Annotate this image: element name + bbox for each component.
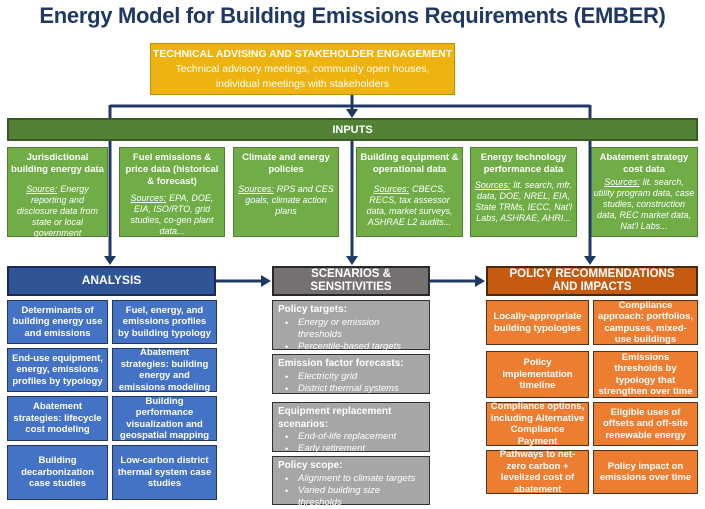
input-box-title: Building equipment & operational data — [360, 152, 459, 175]
input-box-climate-policies: Climate and energy policies Sources:RPS … — [233, 147, 339, 237]
source-text: EPA, DOE, EIA, ISO/RTO, grid studies, co… — [130, 193, 214, 236]
bullet-item: Electricity grid — [278, 371, 424, 383]
analysis-header: ANALYSIS — [7, 266, 216, 296]
policy-header-label: POLICY RECOMMENDATIONS AND IMPACTS — [509, 267, 675, 294]
input-box-title: Abatement strategy cost data — [599, 152, 689, 175]
engagement-subtitle: Technical advisory meetings, community o… — [175, 63, 430, 90]
source-text: Energy reporting and disclosure data fro… — [16, 184, 99, 238]
page-title: Energy Model for Building Emissions Requ… — [39, 3, 666, 28]
analysis-box: Determinants of building energy use and … — [7, 300, 108, 344]
scenario-box-policy-targets: Policy targets: Energy or emission thres… — [272, 300, 430, 365]
scenario-box-title: Policy targets: — [278, 304, 347, 315]
arrowhead-into-inputs — [346, 109, 358, 118]
analysis-box: Low-carbon district thermal system case … — [112, 445, 217, 500]
arrowhead-into-policy — [584, 256, 596, 265]
analysis-box: Abatement strategies: lifecycle cost mod… — [7, 396, 108, 441]
scenario-box-title: Emission factor forecasts: — [278, 358, 404, 369]
bullet-item: Early retirement — [278, 443, 424, 455]
inputs-header-label: INPUTS — [332, 123, 373, 136]
analysis-box: Building decarbonization case studies — [7, 445, 108, 500]
input-box-title: Climate and energy policies — [242, 152, 330, 175]
bullet-item: District thermal systems — [278, 383, 424, 395]
bullet-item: Percentile-based targets — [278, 341, 424, 353]
source-text: lit. search, utility program data, case … — [593, 177, 695, 231]
scenario-box-emission-forecasts: Emission factor forecasts: Electricity g… — [272, 354, 430, 395]
input-box-fuel-emissions: Fuel emissions & price data (historical … — [119, 147, 225, 237]
analysis-box: Abatement strategies: building energy an… — [112, 347, 217, 393]
policy-box: Locally-appropriate building typologies — [486, 300, 589, 345]
bullet-item: End-of-life replacement — [278, 431, 424, 443]
input-box-title: Jurisdictional building energy data — [11, 152, 104, 175]
engagement-title: TECHNICAL ADVISING AND STAKEHOLDER ENGAG… — [152, 48, 453, 60]
analysis-box: End-use equipment, energy, emissions pro… — [7, 348, 108, 392]
source-label: Sources: — [238, 184, 274, 194]
policy-box: Emissions thresholds by typology that st… — [593, 351, 698, 398]
bullet-item: Energy or emission thresholds — [278, 317, 424, 341]
source-text: RPS and CES goals, climate action plans — [245, 184, 334, 216]
analysis-header-label: ANALYSIS — [81, 273, 142, 288]
inputs-header: INPUTS — [7, 118, 698, 141]
bullet-item: Alignment to climate targets — [278, 473, 424, 485]
source-text: lit. search, mfr. data, DOE, NREL, EIA, … — [475, 180, 573, 223]
input-box-title: Energy technology performance data — [480, 152, 567, 175]
input-box-source: Sources:lit. search, utility program dat… — [593, 177, 695, 232]
arrowhead-analysis-to-scenarios — [261, 275, 271, 287]
input-box-source: Sources:CBECS, RECS, tax assessor data, … — [359, 184, 460, 228]
input-box-source: Sources:EPA, DOE, EIA, ISO/RTO, grid stu… — [122, 193, 222, 237]
input-box-title: Fuel emissions & price data (historical … — [125, 152, 219, 187]
scenario-box-title: Equipment replacement scenarios: — [278, 406, 392, 430]
bullet-item: Varied building size thresholds — [278, 485, 424, 509]
policy-box: Policy impact on emissions over time — [593, 450, 698, 494]
policy-box: Compliance approach: portfolios, campuse… — [593, 300, 698, 345]
input-box-source: Sources:RPS and CES goals, climate actio… — [236, 184, 336, 217]
source-label: Sources: — [130, 193, 167, 203]
policy-box: Compliance options, including Alternativ… — [486, 401, 589, 447]
source-text: CBECS, RECS, tax assessor data, market s… — [366, 184, 453, 227]
input-box-source: Sources:lit. search, mfr. data, DOE, NRE… — [473, 180, 574, 224]
arrowhead-into-scenarios — [346, 256, 358, 265]
source-label: Source: — [26, 184, 58, 194]
analysis-box: Fuel, energy, and emissions profiles by … — [112, 300, 217, 344]
scenario-box-equipment-replacement: Equipment replacement scenarios: End-of-… — [272, 402, 430, 467]
source-label: Sources: — [373, 184, 409, 194]
engagement-box: TECHNICAL ADVISING AND STAKEHOLDER ENGAG… — [150, 43, 455, 95]
policy-header: POLICY RECOMMENDATIONS AND IMPACTS — [486, 266, 698, 296]
scenario-box-title: Policy scope: — [278, 460, 343, 471]
source-label: Sources: — [474, 180, 511, 190]
input-box-energy-technology: Energy technology performance data Sourc… — [470, 147, 577, 237]
scenario-box-policy-scope: Policy scope: Alignment to climate targe… — [272, 456, 430, 509]
analysis-box: Building performance visualization and g… — [112, 396, 217, 441]
input-box-jurisdictional-data: Jurisdictional building energy data Sour… — [7, 147, 108, 239]
arrowhead-scenarios-to-policy — [475, 275, 485, 287]
source-label: Sources: — [604, 177, 640, 187]
policy-box: Policy implementation timeline — [486, 351, 589, 398]
input-box-source: Source:Energy reporting and disclosure d… — [10, 184, 105, 239]
policy-box: Pathways to net-zero carbon + levelized … — [486, 449, 589, 495]
input-box-building-equipment: Building equipment & operational data So… — [356, 147, 463, 237]
policy-box: Eligible uses of offsets and off-site re… — [593, 402, 698, 446]
scenarios-header: SCENARIOS & SENSITIVITIES — [272, 266, 430, 296]
input-box-abatement-cost: Abatement strategy cost data Sources:lit… — [590, 147, 698, 237]
arrowhead-into-analysis — [104, 256, 116, 265]
scenarios-header-label: SCENARIOS & SENSITIVITIES — [310, 267, 392, 294]
